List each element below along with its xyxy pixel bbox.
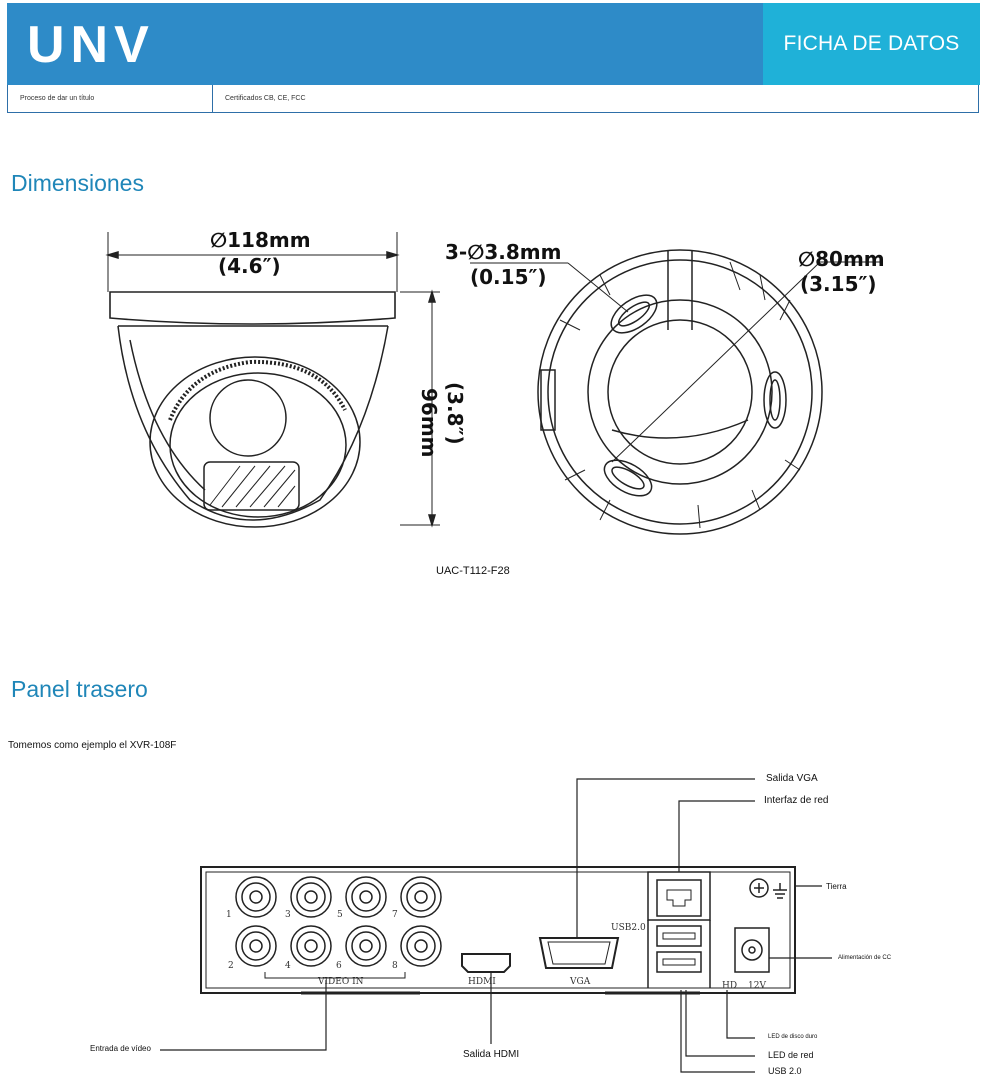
- label-hdd-led: LED de disco duro: [768, 1034, 818, 1040]
- svg-text:12V: 12V: [748, 981, 766, 991]
- svg-text:(4.6″): (4.6″): [218, 254, 281, 278]
- svg-text:8: 8: [392, 961, 398, 971]
- model-caption: UAC-T112-F28: [436, 565, 510, 577]
- svg-text:VIDEO IN: VIDEO IN: [317, 977, 364, 987]
- process-label: Proceso de dar un título: [8, 85, 213, 112]
- svg-text:VGA: VGA: [569, 977, 591, 987]
- camera-bottom-drawing: [470, 249, 880, 535]
- brand-logo: UNV: [27, 16, 155, 74]
- rear-panel-marks: 1 2 3 4 5 6 7 8 VIDEO IN HDMI VGA USB2.0…: [226, 910, 766, 991]
- label-net-led: LED de red: [768, 1050, 814, 1060]
- svg-text:7: 7: [392, 910, 398, 920]
- svg-text:(3.15″): (3.15″): [800, 272, 877, 296]
- holes-dim-label: 3-∅3.8mm (0.15″): [445, 240, 561, 289]
- svg-text:2: 2: [228, 961, 234, 971]
- svg-text:∅118mm: ∅118mm: [210, 228, 311, 252]
- svg-text:5: 5: [337, 910, 343, 920]
- svg-text:USB2.0: USB2.0: [611, 923, 646, 933]
- svg-text:96mm: 96mm: [417, 388, 441, 458]
- svg-text:∅80mm: ∅80mm: [798, 247, 885, 271]
- rear-panel-drawing: [160, 778, 832, 1073]
- width-dim-label: ∅118mm (4.6″): [210, 228, 311, 278]
- svg-text:1: 1: [226, 910, 232, 920]
- label-usb: USB 2.0: [768, 1066, 802, 1076]
- circle-dim-label: ∅80mm (3.15″): [798, 247, 885, 296]
- svg-text:4: 4: [285, 961, 291, 971]
- dimensions-title: Dimensiones: [11, 170, 144, 196]
- svg-text:(3.8″): (3.8″): [443, 382, 467, 445]
- svg-text:3: 3: [285, 910, 291, 920]
- header-title: FICHA DE DATOS: [783, 32, 960, 55]
- svg-text:3-∅3.8mm: 3-∅3.8mm: [445, 240, 561, 264]
- label-vga: Salida VGA: [766, 773, 818, 784]
- svg-text:HD: HD: [722, 981, 737, 991]
- bnc-connectors: [235, 876, 442, 967]
- rear-panel-title: Panel trasero: [11, 676, 148, 702]
- label-video-in: Entrada de vídeo: [90, 1044, 151, 1053]
- svg-text:(0.15″): (0.15″): [470, 265, 547, 289]
- certifications-label: Certificados CB, CE, FCC: [225, 95, 306, 102]
- header-title-box: FICHA DE DATOS: [763, 3, 980, 85]
- label-network: Interfaz de red: [764, 795, 829, 806]
- label-ground: Tierra: [826, 882, 847, 891]
- header-banner: UNV FICHA DE DATOS: [7, 3, 980, 85]
- rear-panel-intro: Tomemos como ejemplo el XVR-108F: [8, 740, 177, 751]
- height-dim-label: 96mm (3.8″): [417, 382, 467, 458]
- header-info-row: Proceso de dar un título Certificados CB…: [7, 85, 979, 113]
- label-hdmi: Salida HDMI: [463, 1049, 520, 1060]
- camera-side-drawing: [105, 232, 440, 528]
- svg-text:6: 6: [336, 961, 342, 971]
- svg-text:HDMI: HDMI: [468, 977, 496, 987]
- label-dc-power: Alimentación de CC: [838, 955, 892, 961]
